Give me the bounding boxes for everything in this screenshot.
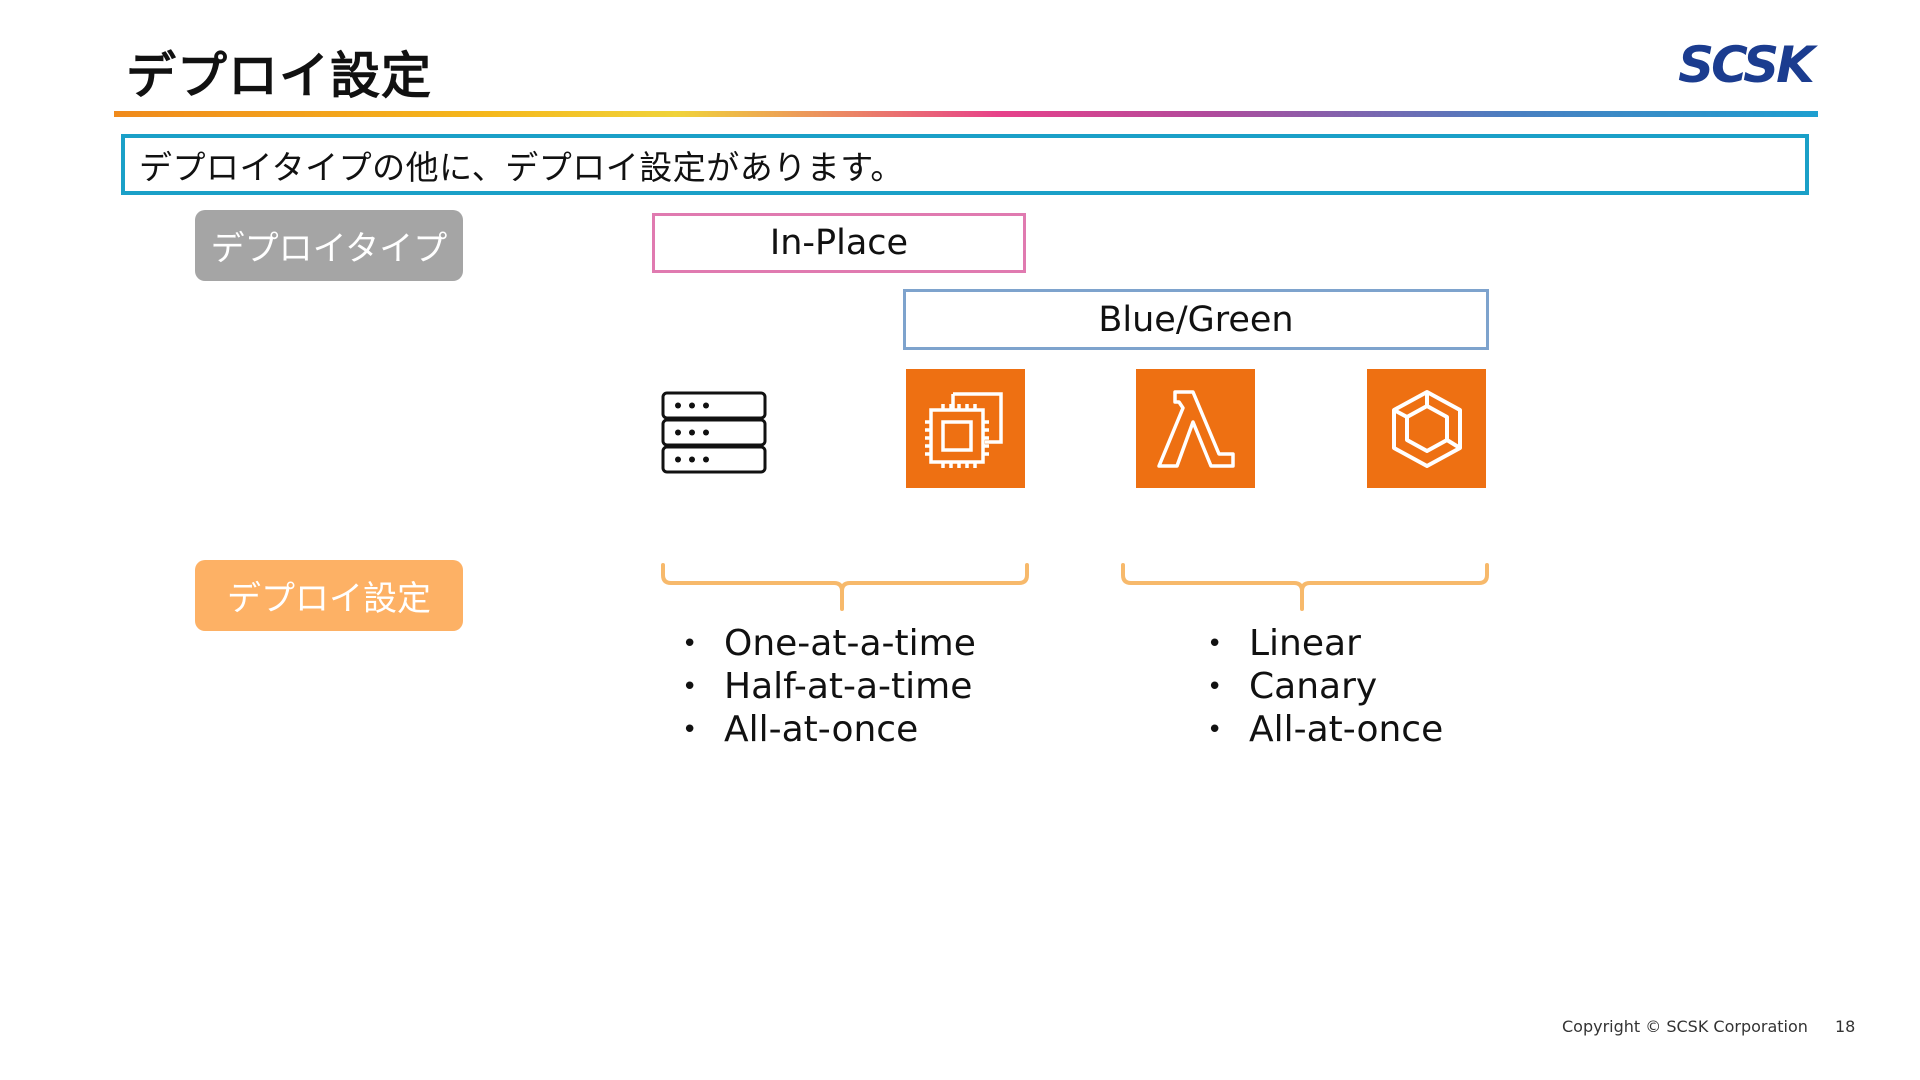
setting-label: Half-at-a-time	[724, 666, 973, 707]
server-icon	[661, 391, 767, 474]
subtitle-text: デプロイタイプの他に、デプロイ設定があります。	[139, 147, 904, 187]
setting-label: Linear	[1249, 623, 1361, 664]
ecs-tile	[1367, 369, 1486, 488]
scsk-logo-text: SCSK	[1678, 36, 1818, 94]
scsk-logo: SCSK	[1678, 36, 1820, 94]
list-item: • Half-at-a-time	[682, 665, 976, 708]
page-number: 18	[1835, 1017, 1856, 1036]
setting-label: All-at-once	[724, 709, 919, 750]
deploy-type-label: デプロイタイプ	[195, 210, 463, 281]
list-item: • All-at-once	[682, 708, 976, 751]
bullet-icon: •	[682, 628, 698, 659]
blue-green-box: Blue/Green	[903, 289, 1489, 350]
lambda-tile	[1136, 369, 1255, 488]
in-place-box: In-Place	[652, 213, 1026, 273]
ec2-tile	[906, 369, 1025, 488]
in-place-label: In-Place	[769, 223, 909, 263]
bullet-icon: •	[682, 671, 698, 702]
ecs-icon	[1391, 389, 1462, 468]
title-gradient-rule	[114, 111, 1818, 117]
blue-green-settings-list: • Linear • Canary • All-at-once	[1207, 622, 1443, 751]
bullet-icon: •	[1207, 628, 1223, 659]
setting-label: One-at-a-time	[724, 623, 976, 664]
setting-label: All-at-once	[1249, 709, 1444, 750]
list-item: • Canary	[1207, 665, 1443, 708]
list-item: • All-at-once	[1207, 708, 1443, 751]
footer-copyright: Copyright © SCSK Corporation	[1562, 1017, 1808, 1036]
bullet-icon: •	[1207, 671, 1223, 702]
left-brace	[661, 563, 1029, 611]
slide-title: デプロイ設定	[126, 47, 432, 105]
list-item: • One-at-a-time	[682, 622, 976, 665]
bullet-icon: •	[1207, 714, 1223, 745]
blue-green-label: Blue/Green	[1098, 299, 1294, 340]
deploy-setting-label: デプロイ設定	[195, 560, 463, 631]
lambda-icon	[1156, 389, 1235, 468]
subtitle-box: デプロイタイプの他に、デプロイ設定があります。	[121, 134, 1809, 195]
in-place-settings-list: • One-at-a-time • Half-at-a-time • All-a…	[682, 622, 976, 751]
list-item: • Linear	[1207, 622, 1443, 665]
bullet-icon: •	[682, 714, 698, 745]
setting-label: Canary	[1249, 666, 1378, 707]
ec2-icon	[924, 391, 1003, 468]
right-brace	[1121, 563, 1489, 611]
